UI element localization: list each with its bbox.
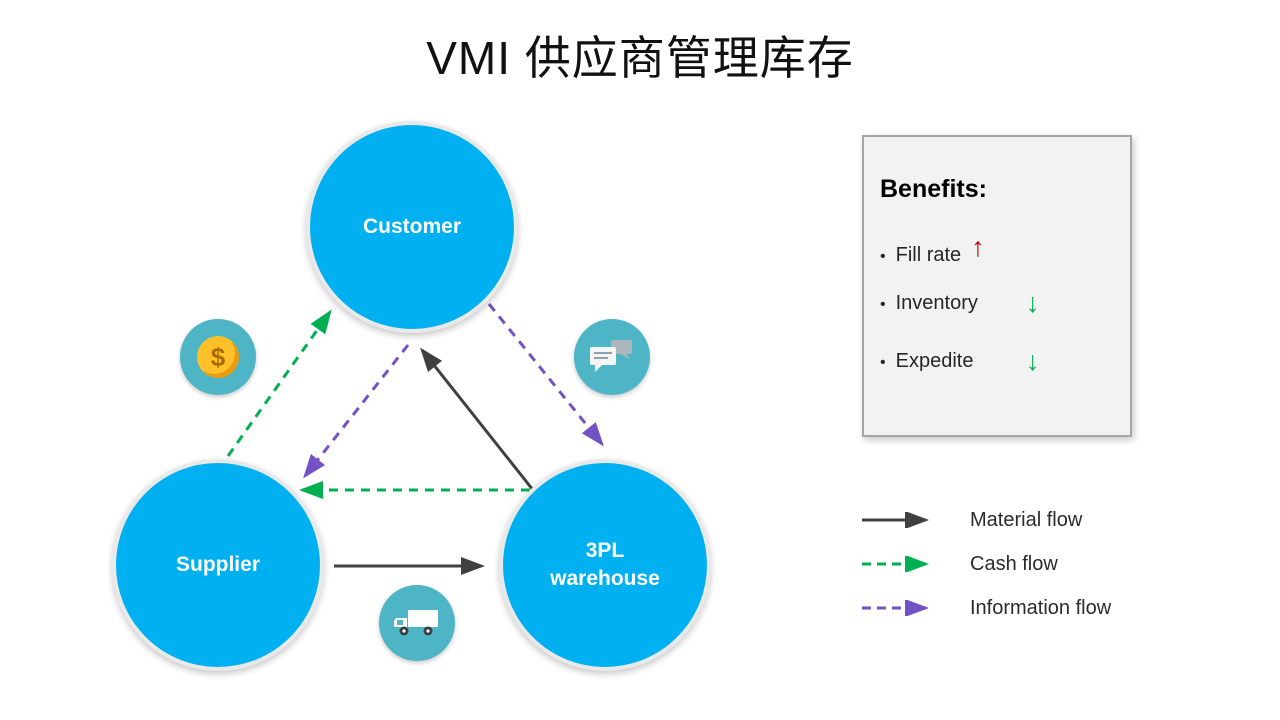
benefit-label: Fill rate (895, 244, 962, 266)
information-flow-customer-to-supplier-arrow (303, 344, 410, 479)
benefit-label: Expedite (895, 350, 974, 372)
down-arrow-icon: ↓ (1026, 346, 1040, 376)
bullet: • (880, 354, 886, 371)
down-arrow-icon: ↓ (1026, 288, 1040, 318)
legend-item-material-flow: Material flow (860, 498, 1180, 542)
benefit-label: Inventory (895, 292, 978, 314)
coin-glyph: $ (197, 336, 239, 378)
chat-messages-icon (574, 319, 650, 395)
slide-title: VMI 供应商管理库存 (426, 32, 854, 84)
benefits-heading: Benefits: (880, 175, 987, 203)
benefit-item-fill-rate: • Fill rate ↑ (880, 234, 1114, 292)
dollar-coin-icon: $ (180, 319, 256, 395)
benefit-item-expedite: • Expedite ↓ (880, 346, 1114, 408)
up-arrow-icon: ↑ (971, 232, 985, 262)
customer-node: Customer (306, 121, 518, 333)
material-flow-warehouse-to-customer-arrow (420, 347, 535, 491)
supplier-node: Supplier (112, 459, 324, 671)
bullet: • (880, 248, 886, 265)
truck-glyph (394, 610, 438, 636)
benefit-item-inventory: • Inventory ↓ (880, 288, 1114, 350)
green-dashed-arrow-icon (862, 556, 929, 572)
supplier-node-label: Supplier (175, 552, 260, 576)
legend-item-cash-flow: Cash flow (860, 542, 1180, 586)
warehouse-node: 3PL warehouse (499, 459, 711, 671)
purple-dashed-arrow-icon (862, 600, 929, 616)
warehouse-node-label-line1: 3PL (585, 538, 625, 562)
benefits-panel: Benefits: • Fill rate ↑ • Inventory ↓ • Exped… (862, 135, 1132, 437)
chat-glyph (590, 340, 632, 372)
warehouse-node-label-line2: warehouse (550, 567, 660, 590)
legend-label: Material flow (970, 508, 1083, 531)
legend-label: Cash flow (970, 552, 1058, 575)
legend-label: Information flow (970, 596, 1112, 619)
delivery-truck-icon (379, 585, 455, 661)
legend-item-information-flow: Information flow (860, 586, 1180, 630)
flow-legend: Material flow Cash flow Information flow (860, 498, 1180, 630)
customer-node-label: Customer (362, 214, 462, 238)
bullet: • (880, 296, 886, 313)
solid-arrow-icon (862, 512, 929, 528)
